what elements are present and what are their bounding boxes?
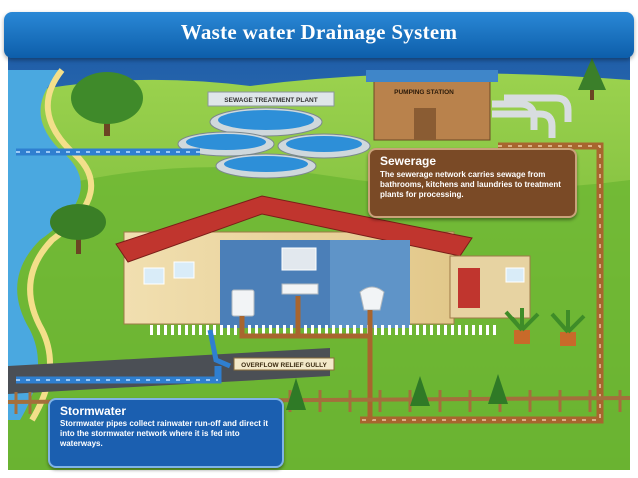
stormwater-description: Stormwater pipes collect rainwater run-o… — [60, 419, 269, 448]
river-bank — [27, 68, 95, 422]
treatment-plant-label: SEWAGE TREATMENT PLANT — [224, 97, 317, 104]
potted-plant-icon — [504, 308, 540, 344]
outlet-pipes — [492, 94, 572, 138]
overflow-gully-label: OVERFLOW RELIEF GULLY — [241, 362, 327, 369]
pumping-station-label: PUMPING STATION — [394, 89, 454, 96]
tree-icon — [578, 58, 606, 100]
pumping-station — [366, 70, 498, 141]
stormwater-callout: Stormwater Stormwater pipes collect rain… — [48, 398, 284, 468]
sewerage-description: The sewerage network carries sewage from… — [380, 170, 561, 199]
stormwater-title: Stormwater — [60, 404, 127, 418]
toilet-icon — [359, 286, 385, 311]
house — [115, 195, 531, 335]
potted-plant-icon — [550, 310, 586, 346]
shrub-icon — [286, 374, 508, 410]
sewerage-title: Sewerage — [380, 154, 437, 168]
tree-icon — [50, 204, 106, 254]
sewerage-callout: Sewerage The sewerage network carries se… — [368, 148, 577, 218]
downpipe — [207, 329, 231, 369]
sewer-flow-arrows — [360, 145, 601, 421]
title-banner — [4, 12, 634, 58]
treatment-tanks — [177, 91, 371, 179]
house-drain-pipes — [239, 296, 373, 420]
river — [8, 70, 81, 420]
washing-machine-icon — [231, 289, 255, 317]
basin-icon — [281, 283, 319, 295]
page-title: Waste water Drainage System — [180, 20, 458, 44]
tree-icon — [71, 72, 143, 136]
overflow-gully-tag — [233, 357, 335, 371]
